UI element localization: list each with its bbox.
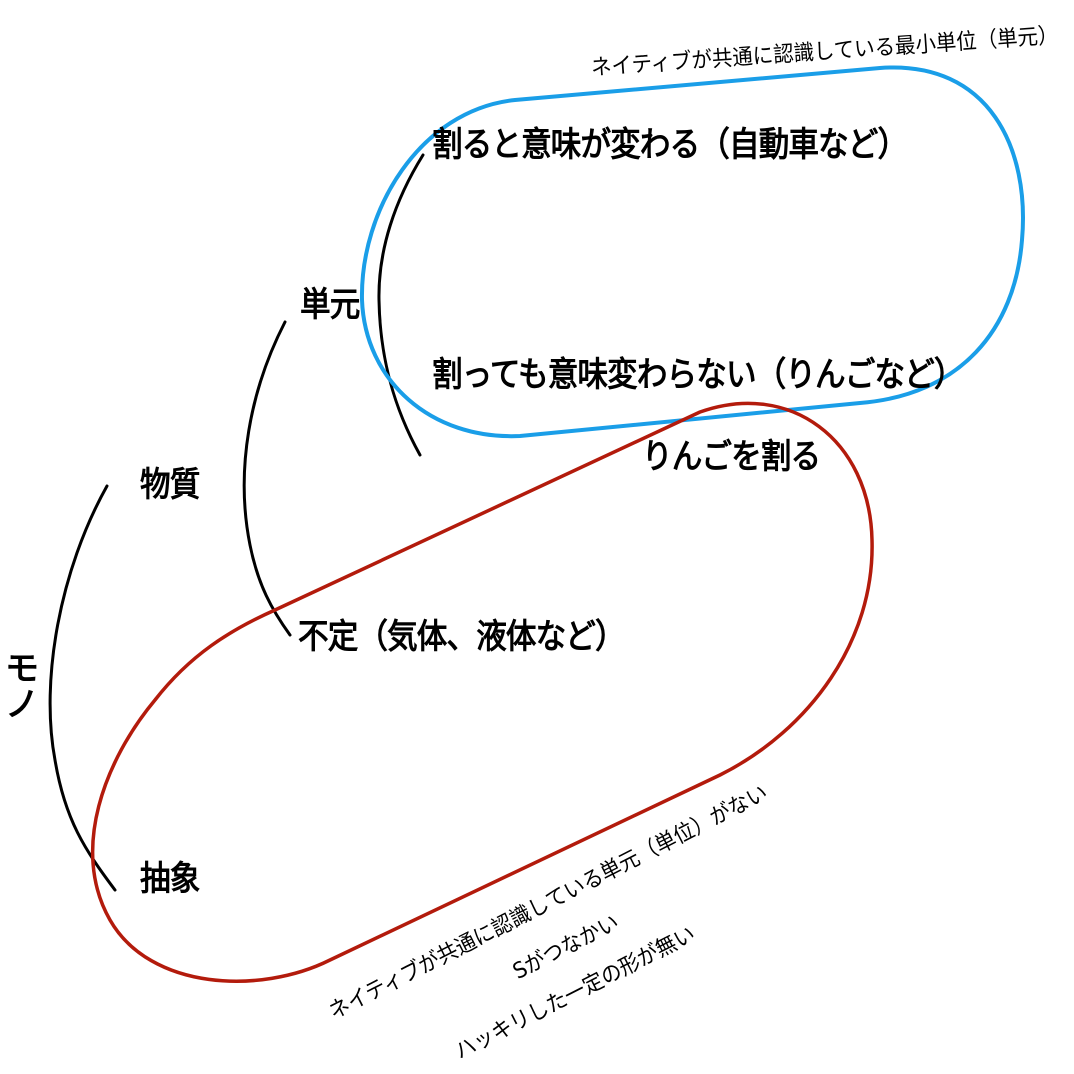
node-split-apple: りんごを割る — [642, 437, 821, 477]
indefinite-loop — [90, 401, 874, 983]
node-unit: 単元 — [300, 285, 360, 325]
bracket-line-unit — [377, 153, 425, 457]
node-substance: 物質 — [140, 465, 200, 505]
unit-loop — [359, 65, 1025, 439]
node-meaning-unchanged: 割っても意味変わらない（りんごなど） — [432, 355, 964, 395]
root-char-1: モ — [5, 649, 39, 689]
node-abstract: 抽象 — [140, 859, 200, 899]
bracket-line-substance — [242, 320, 292, 637]
node-meaning-changes: 割ると意味が変わる（自動車など） — [432, 125, 908, 165]
root-char-2: ノ — [5, 684, 39, 725]
bracket-line-mono — [48, 484, 117, 892]
node-indefinite: 不定（気体、液体など） — [298, 617, 626, 657]
root-label-mono: モ ノ — [2, 649, 42, 725]
